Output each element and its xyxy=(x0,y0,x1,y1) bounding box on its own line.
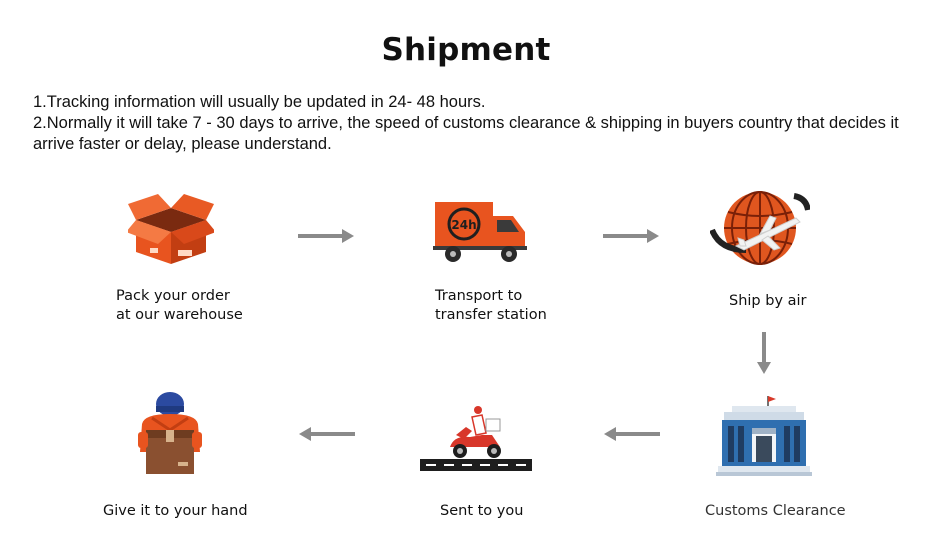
delivery-truck-24h-icon: 24h xyxy=(433,202,527,262)
arrow-right-icon xyxy=(298,229,354,243)
delivery-scooter-icon xyxy=(420,406,532,471)
arrow-left-icon xyxy=(604,427,660,441)
open-box-icon xyxy=(128,194,214,264)
note-tracking: 1.Tracking information will usually be u… xyxy=(33,93,486,111)
step-sent-line1: Sent to you xyxy=(440,503,524,519)
step-transport-line2: transfer station xyxy=(435,307,547,323)
step-pack-line1: Pack your order xyxy=(116,288,230,304)
step-pack-line2: at our warehouse xyxy=(116,307,243,323)
arrow-right-icon xyxy=(603,229,659,243)
step-sent-label: Sent to you xyxy=(440,502,523,521)
step-transport-line1: Transport to xyxy=(435,288,523,304)
arrow-down-icon xyxy=(757,332,771,374)
step-give-line1: Give it to your hand xyxy=(103,503,248,519)
step-air-line1: Ship by air xyxy=(729,293,807,309)
customs-building-icon xyxy=(716,396,812,476)
step-give-label: Give it to your hand xyxy=(103,502,248,521)
page-title: Shipment xyxy=(381,32,551,68)
arrow-left-icon xyxy=(299,427,355,441)
shipment-notes: 1.Tracking information will usually be u… xyxy=(33,92,903,155)
step-pack-label: Pack your order at our warehouse xyxy=(116,287,243,325)
step-customs-label: Customs Clearance xyxy=(705,502,846,521)
note-delivery-time: 2.Normally it will take 7 - 30 days to a… xyxy=(33,114,899,153)
truck-badge-text: 24h xyxy=(451,218,476,232)
globe-airplane-icon xyxy=(710,191,810,265)
step-customs-line1: Customs Clearance xyxy=(705,503,846,519)
step-air-label: Ship by air xyxy=(729,292,807,311)
courier-with-package-icon xyxy=(138,392,202,474)
step-transport-label: Transport to transfer station xyxy=(435,287,547,325)
